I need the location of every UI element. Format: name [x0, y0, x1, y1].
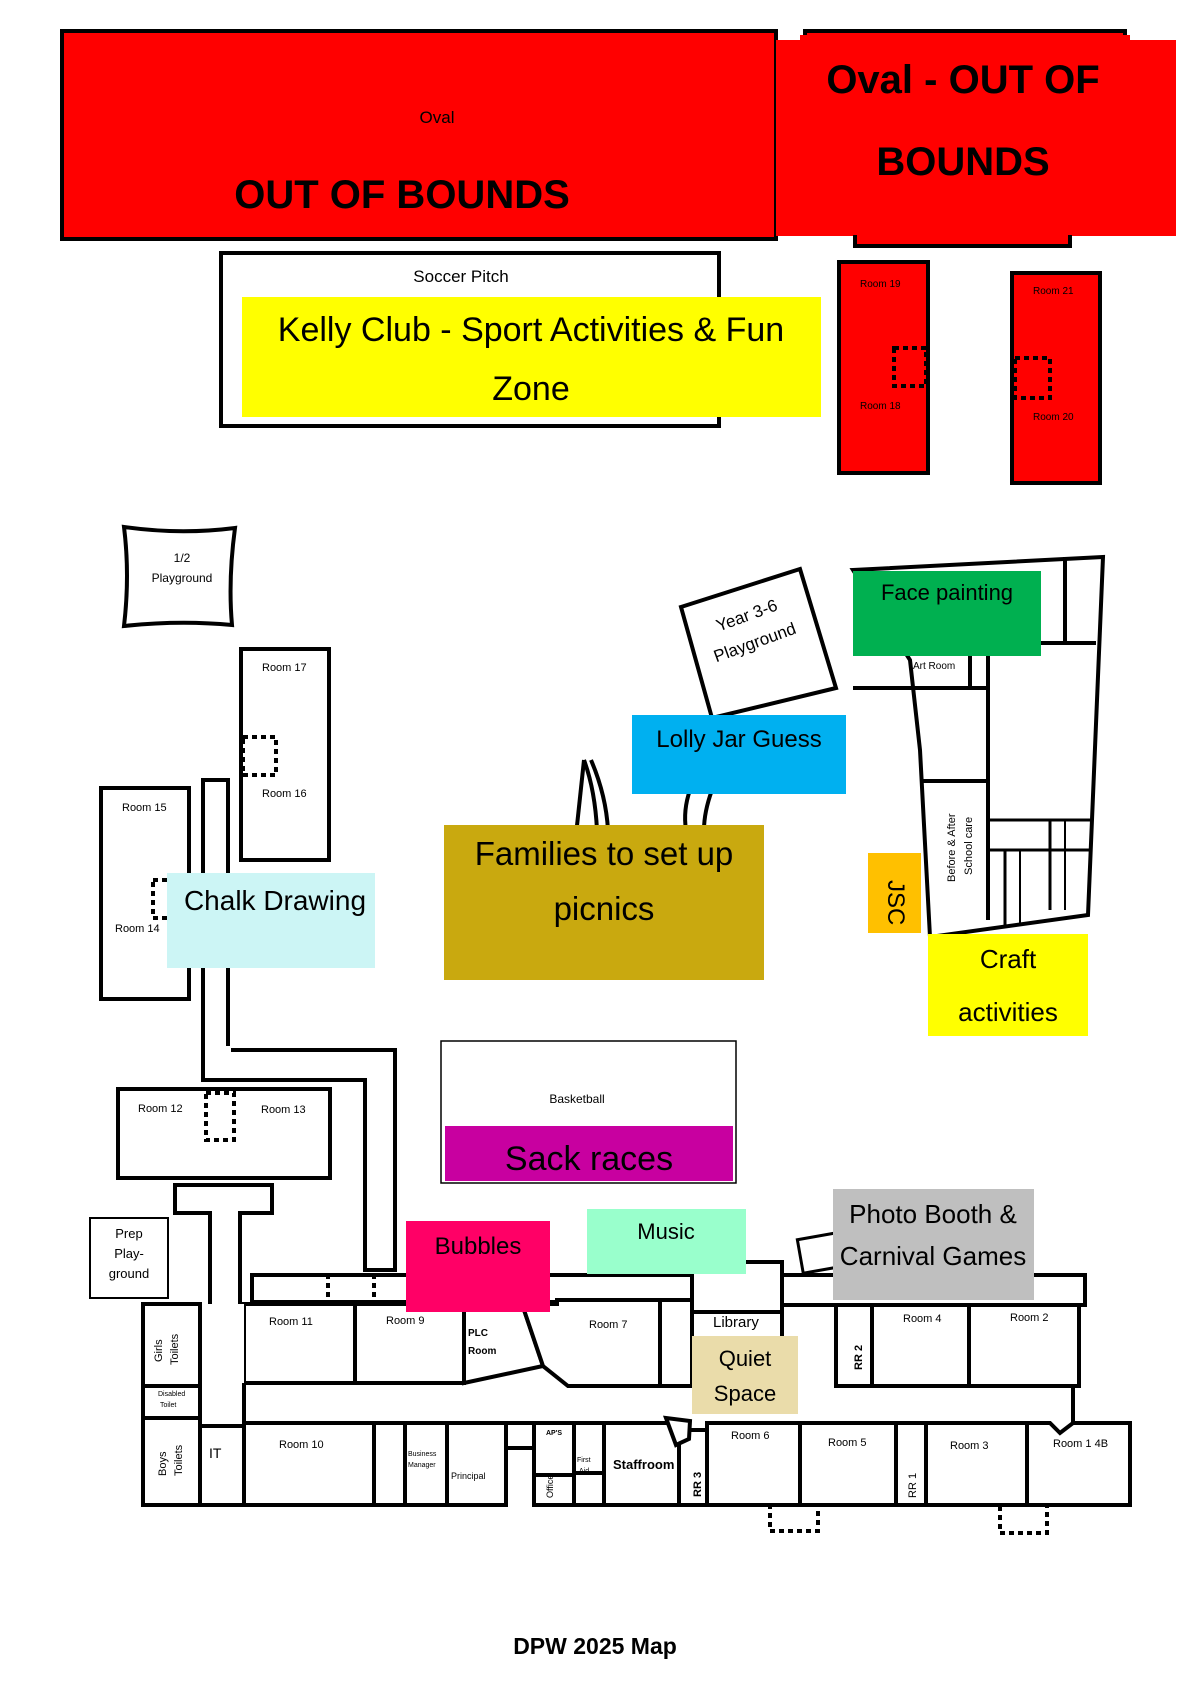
- room-5-label: Room 5: [828, 1437, 867, 1449]
- kelly-club-label-line2: Zone: [492, 370, 570, 408]
- rooms-12-13-block: Room 12 Room 13: [116, 1087, 332, 1180]
- picnic-label-line2: picnics: [554, 890, 655, 927]
- chalk-drawing-label: Chalk Drawing: [184, 885, 366, 916]
- portable-rooms-20-21: Room 21 Room 20: [1010, 271, 1102, 485]
- room-12-label: Room 12: [138, 1103, 183, 1115]
- chalk-drawing-zone: Chalk Drawing: [167, 873, 375, 968]
- craft-zone: Craft activities: [928, 934, 1088, 1036]
- room-4-label: Room 4: [903, 1313, 942, 1325]
- prep-playground-label-2: Play-: [114, 1246, 144, 1261]
- rooms-16-17-block: Room 17 Room 16: [239, 647, 331, 862]
- principal-label: Principal: [451, 1471, 486, 1481]
- bubbles-zone: Bubbles: [406, 1221, 550, 1312]
- portable-rooms-18-19: Room 19 Room 18: [837, 260, 930, 475]
- business-manager-label-1: Business: [408, 1451, 437, 1458]
- kelly-club-zone: Kelly Club - Sport Activities & Fun Zone: [242, 297, 821, 417]
- soccer-pitch-label: Soccer Pitch: [413, 267, 508, 286]
- business-manager-label-2: Manager: [408, 1462, 436, 1469]
- prep-playground-label-1: Prep: [115, 1226, 142, 1241]
- aps-label: AP'S: [546, 1430, 562, 1437]
- junior-playground-label-1: 1/2: [174, 551, 191, 565]
- basketball-label: Basketball: [549, 1092, 604, 1106]
- bubbles-label: Bubbles: [435, 1233, 522, 1260]
- oval-right-label-line2: BOUNDS: [876, 140, 1049, 184]
- senior-playground: Year 3-6 Playground: [678, 566, 839, 721]
- picnic-label-line1: Families to set up: [475, 835, 734, 872]
- photo-booth-label-line2: Carnival Games: [840, 1241, 1026, 1271]
- rr3-label: RR 3: [692, 1472, 704, 1497]
- music-zone: Music: [587, 1209, 746, 1274]
- first-aid-label-2: Aid: [579, 1468, 589, 1475]
- photo-booth-label-line1: Photo Booth &: [849, 1199, 1017, 1229]
- quiet-space-zone: Quiet Space: [692, 1336, 798, 1414]
- map-title: DPW 2025 Map: [513, 1633, 677, 1659]
- junior-playground-label-2: Playground: [152, 571, 213, 585]
- junior-playground: 1/2 Playground: [121, 524, 238, 629]
- art-room-label: Art Room: [913, 661, 955, 672]
- boys-toilets-label-2: Toilets: [173, 1444, 185, 1476]
- first-aid-label-1: First: [577, 1457, 591, 1464]
- room-20-label: Room 20: [1033, 412, 1074, 423]
- kelly-club-label-line1: Kelly Club - Sport Activities & Fun: [278, 311, 784, 349]
- quiet-space-label-line1: Quiet: [719, 1346, 772, 1371]
- it-label: IT: [209, 1445, 222, 1461]
- before-after-label-2: School care: [963, 817, 975, 875]
- sack-races-zone: Sack races: [445, 1126, 733, 1181]
- photo-booth-zone: Photo Booth & Carnival Games: [833, 1189, 1034, 1300]
- girls-toilets-label-1: Girls: [153, 1339, 165, 1362]
- quiet-space-label-line2: Space: [714, 1381, 776, 1406]
- face-painting-zone: Face painting: [853, 571, 1041, 656]
- jsc-zone: JSC: [868, 853, 921, 933]
- office-label: Office: [545, 1475, 555, 1498]
- room-2-label: Room 2: [1010, 1312, 1049, 1324]
- disabled-toilet-label-2: Toilet: [160, 1402, 176, 1409]
- jsc-label: JSC: [882, 880, 909, 925]
- room-3-label: Room 3: [950, 1440, 989, 1452]
- girls-toilets-label-2: Toilets: [169, 1333, 181, 1365]
- before-after-label-1: Before & After: [946, 813, 958, 882]
- lolly-jar-label: Lolly Jar Guess: [656, 726, 821, 753]
- room-16-label: Room 16: [262, 788, 307, 800]
- sack-races-label: Sack races: [505, 1140, 673, 1178]
- room-13-label: Room 13: [261, 1104, 306, 1116]
- room-17-label: Room 17: [262, 662, 307, 674]
- face-painting-label: Face painting: [881, 580, 1013, 605]
- lolly-jar-zone: Lolly Jar Guess: [632, 715, 846, 794]
- rr2-label: RR 2: [853, 1345, 865, 1370]
- craft-label-line2: activities: [958, 997, 1058, 1027]
- oval-area: Oval OUT OF BOUNDS Oval - OUT OF BOUNDS: [60, 29, 1176, 248]
- oval-right-label-line1: Oval - OUT OF: [826, 58, 1099, 102]
- prep-playground: Prep Play- ground: [89, 1217, 169, 1299]
- room-9-label: Room 9: [386, 1315, 425, 1327]
- oval-out-of-bounds-label: OUT OF BOUNDS: [234, 173, 570, 217]
- staffroom-label: Staffroom: [613, 1457, 674, 1472]
- room-21-label: Room 21: [1033, 286, 1074, 297]
- library-label: Library: [713, 1314, 759, 1331]
- prep-playground-label-3: ground: [109, 1266, 149, 1281]
- plc-label-2: Room: [468, 1346, 496, 1357]
- room-19-label: Room 19: [860, 279, 901, 290]
- boys-toilets-label-1: Boys: [157, 1451, 169, 1476]
- rr1-label: RR 1: [907, 1473, 919, 1498]
- room-10-label: Room 10: [279, 1439, 324, 1451]
- disabled-toilet-label-1: Disabled: [158, 1391, 185, 1398]
- craft-label-line1: Craft: [980, 944, 1037, 974]
- room-14-label: Room 14: [115, 923, 160, 935]
- music-label: Music: [637, 1219, 694, 1244]
- room-15-label: Room 15: [122, 802, 167, 814]
- picnic-zone: Families to set up picnics: [444, 825, 764, 980]
- room-18-label: Room 18: [860, 401, 901, 412]
- room-1-label: Room 1 4B: [1053, 1438, 1108, 1450]
- plc-label-1: PLC: [468, 1328, 488, 1339]
- corridors: [201, 778, 397, 1272]
- oval-small-label: Oval: [420, 108, 455, 127]
- room-11-label: Room 11: [269, 1316, 313, 1328]
- room-7-label: Room 7: [589, 1319, 628, 1331]
- room-6-label: Room 6: [731, 1430, 770, 1442]
